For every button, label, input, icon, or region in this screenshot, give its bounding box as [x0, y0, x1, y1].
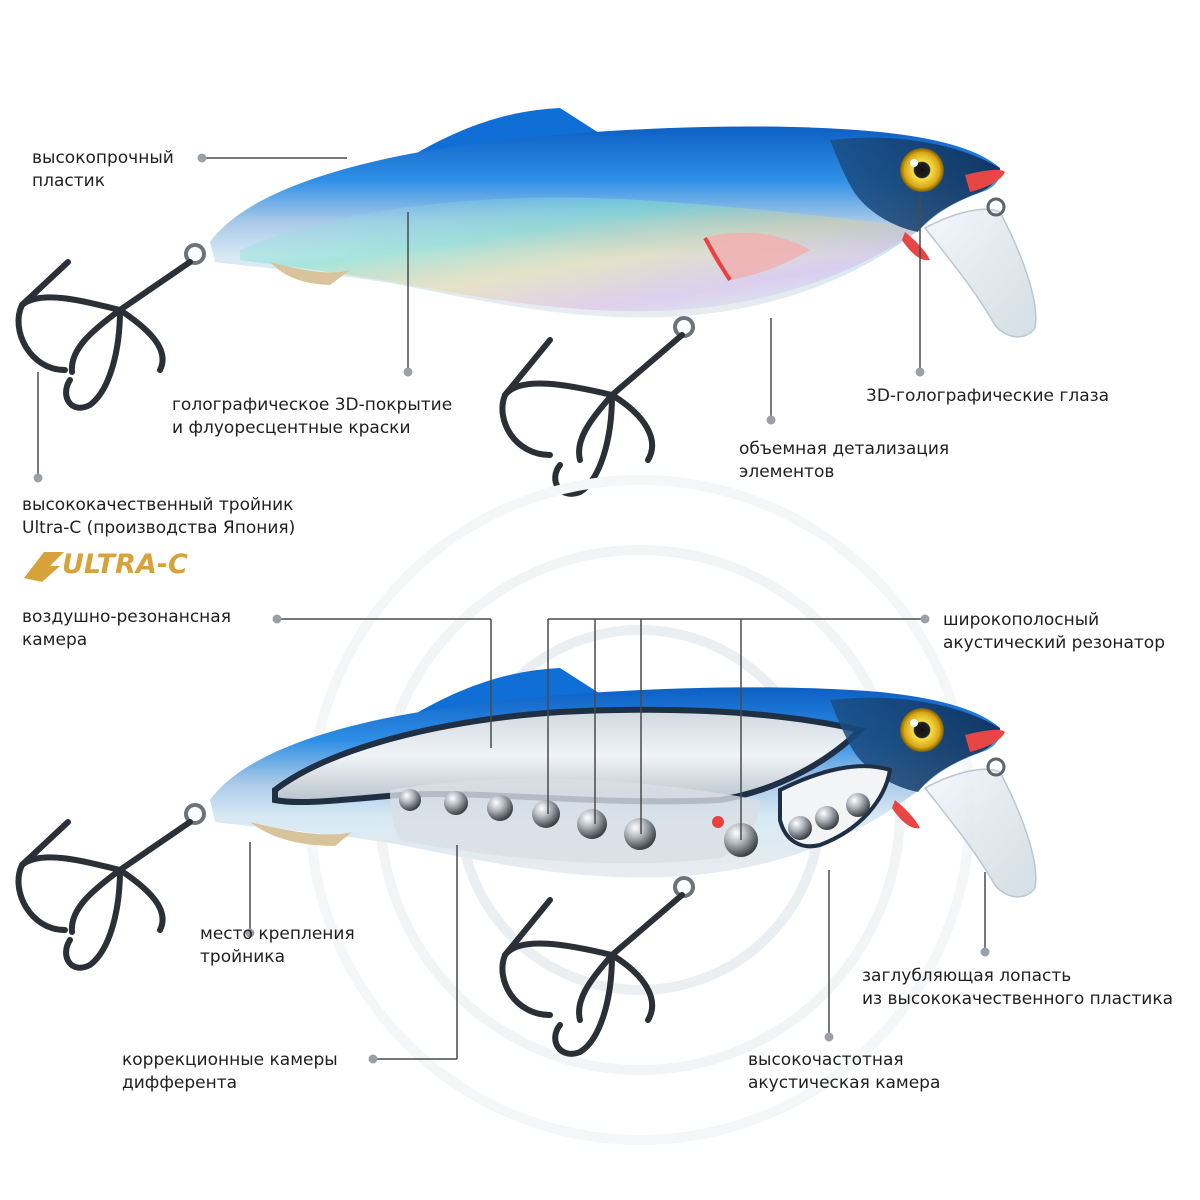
diving-lip-cut	[923, 768, 1037, 898]
rear-treble-hook	[15, 259, 193, 411]
belly-treble-hook-cut	[499, 892, 685, 1057]
callout-dots	[33, 153, 990, 1064]
ultra-c-logo: ULTRA-C	[62, 549, 188, 580]
rear-treble-hook-cut	[15, 819, 193, 971]
ultra-c-logo-mark	[24, 552, 64, 582]
label-eyes: 3D-голографические глаза	[866, 386, 1110, 406]
eye	[900, 148, 944, 192]
mouth	[965, 169, 1005, 192]
belly-treble-hook	[499, 332, 685, 497]
resonator-balls	[399, 789, 870, 857]
holographic-sheen	[240, 197, 920, 312]
belly-keel	[270, 262, 350, 285]
eye-cut	[900, 708, 944, 752]
callout-lines	[37, 157, 986, 1060]
jaw-red	[902, 232, 930, 261]
lower-cavity	[390, 778, 760, 864]
bottom-lure	[15, 475, 1037, 1145]
pectoral-fin	[705, 232, 810, 280]
diving-lip	[923, 208, 1037, 338]
